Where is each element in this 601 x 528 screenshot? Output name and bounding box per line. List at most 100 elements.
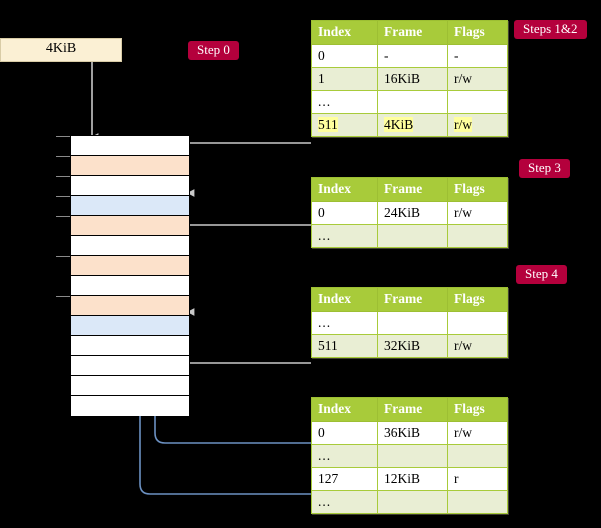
cell-value: ... bbox=[318, 93, 332, 109]
table-row: 0 36KiB r/w bbox=[311, 421, 508, 445]
cell-value: r/w bbox=[454, 424, 472, 440]
table-cell bbox=[377, 224, 448, 248]
cell-value: 0 bbox=[318, 424, 325, 440]
memory-row bbox=[71, 276, 189, 296]
table-cell: r bbox=[447, 467, 508, 491]
cell-value: 4KiB bbox=[384, 116, 414, 132]
table-row: 0-- bbox=[311, 44, 508, 68]
column-header-flags: Flags bbox=[447, 287, 508, 312]
physical-memory-bar bbox=[70, 135, 190, 416]
wire-l3-to-memory bbox=[174, 224, 311, 257]
column-header-frame: Frame bbox=[377, 397, 448, 422]
memory-row bbox=[71, 376, 189, 396]
badge-steps-1-2: Steps 1&2 bbox=[514, 20, 587, 39]
table-row: ... bbox=[311, 444, 508, 468]
table-cell bbox=[447, 490, 508, 514]
column-header-flags: Flags bbox=[447, 20, 508, 45]
column-header-index: Index bbox=[311, 20, 378, 45]
memory-row bbox=[71, 196, 189, 216]
cell-value: 24KiB bbox=[384, 204, 421, 220]
cell-value: 12KiB bbox=[384, 470, 421, 486]
column-header-frame: Frame bbox=[377, 177, 448, 202]
cell-value: 0 bbox=[318, 204, 325, 220]
table-cell bbox=[377, 311, 448, 335]
column-header-index: Index bbox=[311, 397, 378, 422]
table-cell: r/w bbox=[447, 113, 508, 137]
cell-value: ... bbox=[318, 447, 332, 463]
table-cell bbox=[447, 224, 508, 248]
column-header-flags: Flags bbox=[447, 177, 508, 202]
cell-value: ... bbox=[318, 227, 332, 243]
memory-row bbox=[71, 236, 189, 256]
table-cell: ... bbox=[311, 490, 378, 514]
table-cell: ... bbox=[311, 224, 378, 248]
table-row: ... bbox=[311, 90, 508, 114]
table-cell bbox=[447, 311, 508, 335]
table-cell bbox=[377, 490, 448, 514]
table-cell: 32KiB bbox=[377, 334, 448, 358]
table-cell: ... bbox=[311, 444, 378, 468]
table-cell: 12KiB bbox=[377, 467, 448, 491]
table-cell: 0 bbox=[311, 201, 378, 225]
cell-value: r/w bbox=[454, 337, 472, 353]
memory-row bbox=[71, 176, 189, 196]
memory-tick bbox=[56, 216, 70, 217]
memory-row bbox=[71, 316, 189, 336]
cell-value: r/w bbox=[454, 204, 472, 220]
cell-value: r/w bbox=[454, 116, 472, 132]
table-cell: 127 bbox=[311, 467, 378, 491]
table-row: 511 4KiB r/w bbox=[311, 113, 508, 137]
table-row: ... bbox=[311, 490, 508, 514]
badge-step-4: Step 4 bbox=[516, 265, 567, 284]
source-frame-label: 4KiB bbox=[45, 41, 77, 56]
cell-value: r bbox=[454, 470, 459, 486]
table-cell: 24KiB bbox=[377, 201, 448, 225]
cell-value: - bbox=[384, 47, 389, 63]
table-cell: r/w bbox=[447, 67, 508, 91]
memory-tick bbox=[56, 156, 70, 157]
memory-tick bbox=[56, 256, 70, 257]
table-cell: r/w bbox=[447, 201, 508, 225]
table-cell: 1 bbox=[311, 67, 378, 91]
memory-tick bbox=[56, 176, 70, 177]
table-row: 0 24KiB r/w bbox=[311, 201, 508, 225]
cell-value: 511 bbox=[318, 337, 338, 353]
table-cell bbox=[377, 90, 448, 114]
memory-row bbox=[71, 216, 189, 236]
table-cell: 0 bbox=[311, 44, 378, 68]
column-header-flags: Flags bbox=[447, 397, 508, 422]
cell-value: 16KiB bbox=[384, 70, 421, 86]
column-header-frame: Frame bbox=[377, 20, 448, 45]
table-cell: - bbox=[377, 44, 448, 68]
memory-row bbox=[71, 356, 189, 376]
table-cell bbox=[447, 444, 508, 468]
table-cell: 16KiB bbox=[377, 67, 448, 91]
cell-value: 32KiB bbox=[384, 337, 421, 353]
table-cell: ... bbox=[311, 90, 378, 114]
memory-row bbox=[71, 296, 189, 316]
source-frame-box: 4KiB bbox=[0, 38, 122, 62]
column-header-frame: Frame bbox=[377, 287, 448, 312]
table-cell: r/w bbox=[447, 334, 508, 358]
table-cell bbox=[377, 444, 448, 468]
table-cell: 4KiB bbox=[377, 113, 448, 137]
badge-step-3: Step 3 bbox=[519, 159, 570, 178]
table-row: 1 16KiB r/w bbox=[311, 67, 508, 91]
cell-value: r/w bbox=[454, 70, 472, 86]
cell-value: - bbox=[454, 47, 459, 63]
cell-value: 36KiB bbox=[384, 424, 421, 440]
cell-value: 511 bbox=[318, 116, 338, 132]
table-cell: 0 bbox=[311, 421, 378, 445]
memory-tick bbox=[56, 136, 70, 137]
cell-value: ... bbox=[318, 493, 332, 509]
table-cell bbox=[447, 90, 508, 114]
memory-tick bbox=[56, 196, 70, 197]
